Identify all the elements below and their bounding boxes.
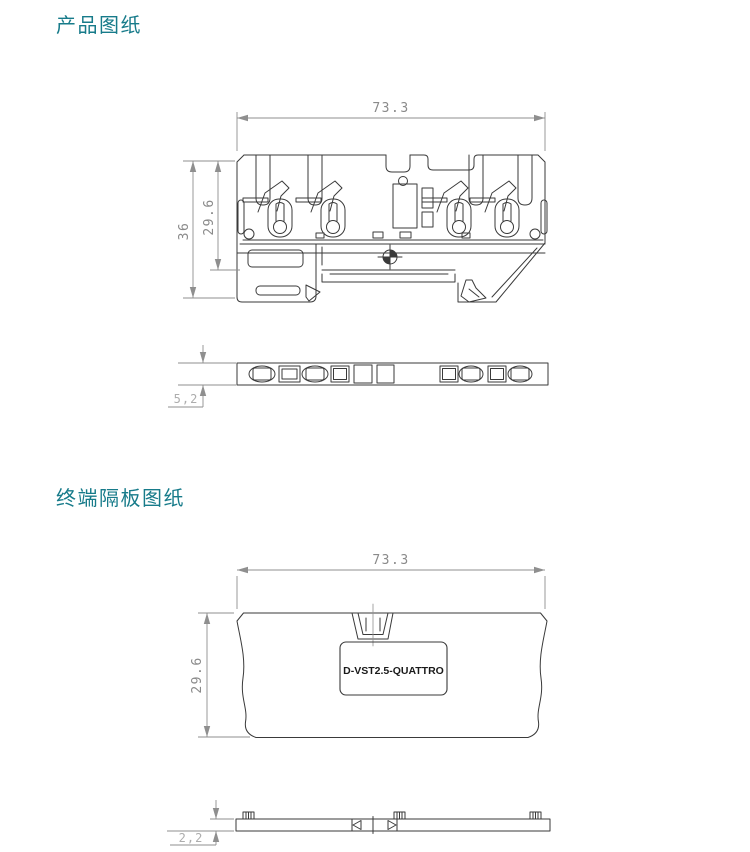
dim-product-total-height: 36 [177,222,192,241]
product-side-view [236,154,548,303]
spring-clamp [295,180,346,238]
endplate-bottom-view: 2,2 [167,800,551,846]
product-dimensions: 73.3 36 29.6 [177,101,546,299]
product-drawing-heading: 产品图纸 [56,15,142,37]
part-label-text: D-VST2.5-QUATTRO [343,665,444,677]
dim-product-body-height: 29.6 [202,198,217,235]
dim-endplate-height: 29.6 [190,656,205,693]
stud [393,811,406,820]
stud [529,811,542,820]
mounting-target-mark [377,244,403,270]
spring-clamp [469,180,520,238]
part-label-plate [339,641,448,696]
dim-product-width: 73.3 [372,101,409,116]
endplate-side-view: D-VST2.5-QUATTRO 73.3 29.6 [190,553,548,738]
stud [242,811,255,820]
product-top-view: 5,2 [168,345,549,408]
dim-endplate-width: 73.3 [372,553,409,568]
dim-product-base-thickness: 5,2 [174,392,199,406]
dim-endplate-thickness: 2,2 [179,831,204,845]
spring-clamp [421,180,472,238]
endplate-drawing-heading: 终端隔板图纸 [56,488,185,510]
spring-clamp [242,180,293,238]
